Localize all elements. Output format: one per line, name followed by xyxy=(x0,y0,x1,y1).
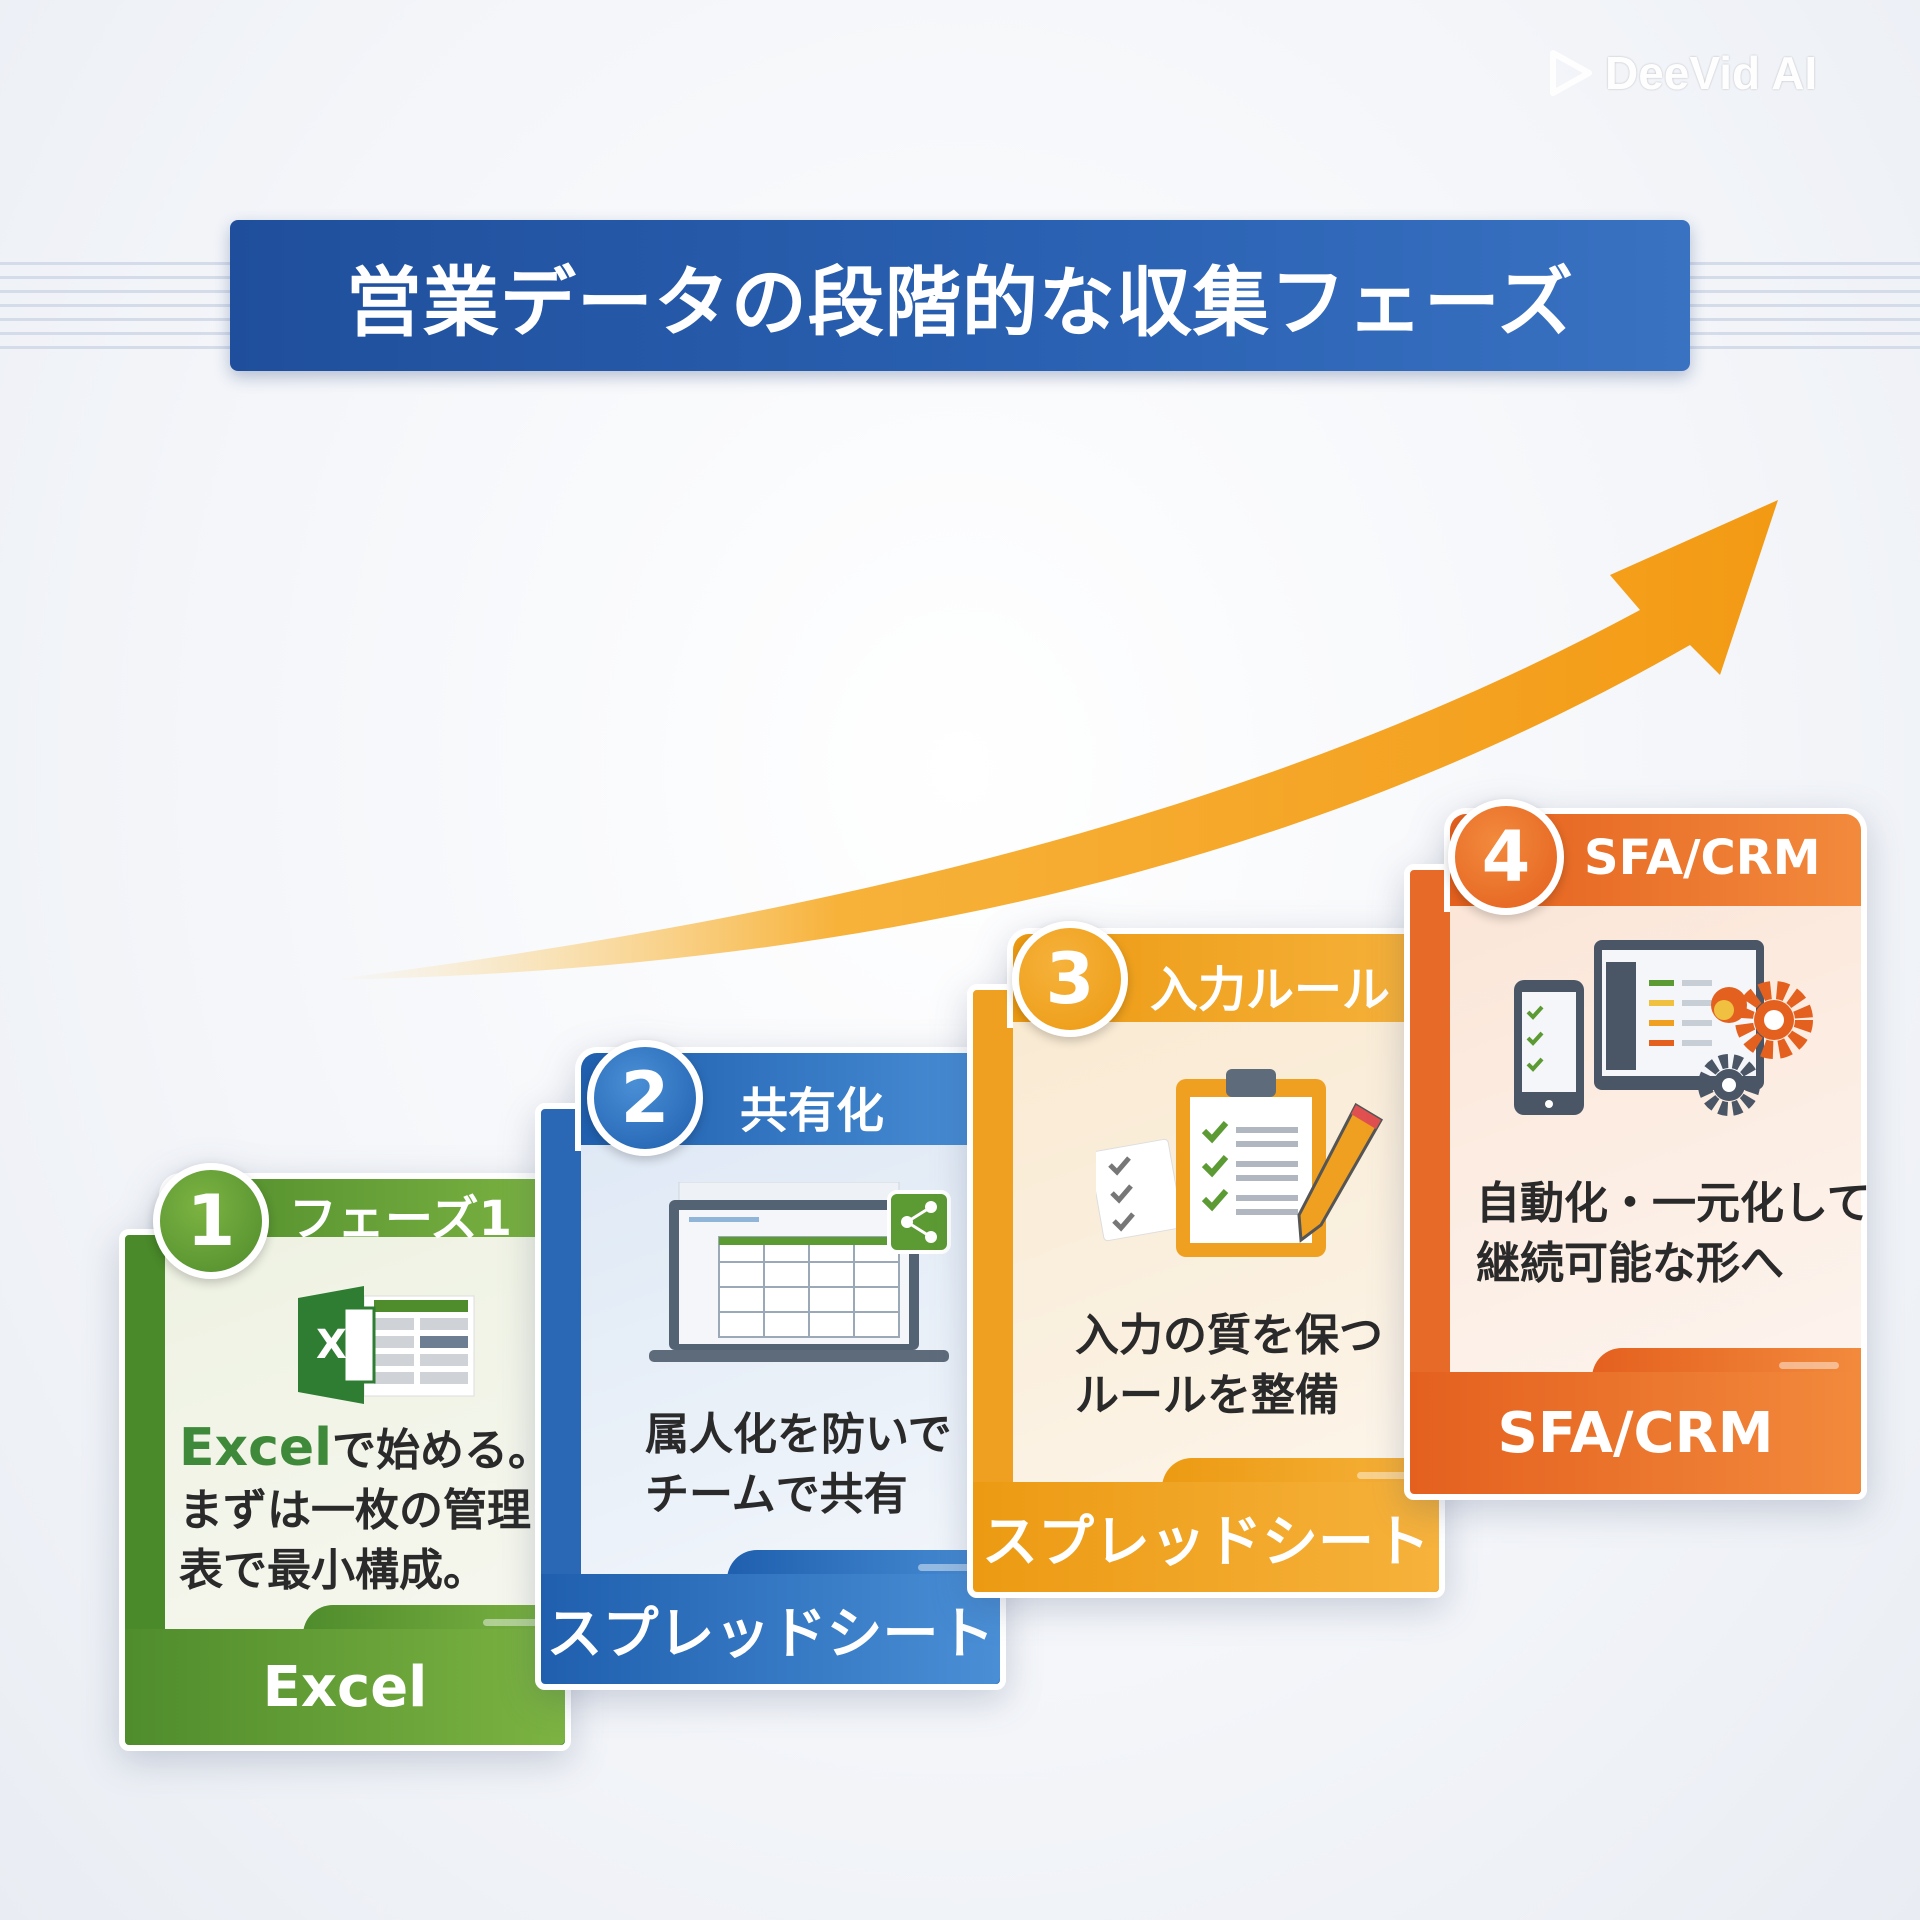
phase-description: 自動化・一元化して 継続可能な形へ xyxy=(1476,1174,1871,1294)
description-line: 属人化を防いで xyxy=(645,1409,952,1460)
watermark-text: DeeVid AI xyxy=(1605,47,1818,99)
description-line: ルールを整備 xyxy=(1075,1370,1339,1421)
description-line: 表で最小構成。 xyxy=(179,1545,487,1596)
description-line: まずは一枚の管理 xyxy=(179,1485,531,1536)
svg-text:X: X xyxy=(316,1322,347,1368)
phase-card-4: SFA/CRM 4 SFA/CRM 自動化・一元化して 継続可能な形へ xyxy=(1404,799,1871,1500)
phase-header-label: 共有化 xyxy=(740,1083,885,1139)
phase-card-3: スプレッドシート 3 入力ルール 入力の質を保つ ルールを整備 xyxy=(967,921,1445,1598)
title-stripes-left xyxy=(0,262,230,352)
watermark-logo: DeeVid AI xyxy=(1545,46,1817,100)
card-footer: スプレッドシート xyxy=(973,1482,1439,1592)
title-stripes-right xyxy=(1690,262,1920,352)
phase-number-badge: 2 xyxy=(587,1040,703,1156)
shared-laptop-spreadsheet-icon xyxy=(649,1182,951,1362)
description-line: Excelで始める。 xyxy=(179,1418,552,1481)
page-title: 営業データの段階的な収集フェーズ xyxy=(230,220,1690,371)
description-line: 自動化・一元化して xyxy=(1476,1178,1871,1229)
phase-card-2: スプレッドシート 2 共有化 属人化を防いで チームで共有 xyxy=(535,1040,1006,1690)
highlight-text: Excel xyxy=(179,1418,332,1478)
description-line: チームで共有 xyxy=(645,1469,908,1520)
card-footer: SFA/CRM xyxy=(1410,1372,1861,1494)
clipboard-checklist-icon xyxy=(1096,1069,1384,1257)
phase-header-label: 入力ルール xyxy=(1150,962,1391,1018)
card-footer: スプレッドシート xyxy=(541,1574,1000,1684)
excel-spreadsheet-icon: X xyxy=(298,1286,475,1404)
phase-header-label: SFA/CRM xyxy=(1584,830,1821,886)
description-line: 継続可能な形へ xyxy=(1476,1238,1784,1289)
description-text: で始める。 xyxy=(331,1425,552,1476)
devices-gear-icon xyxy=(1514,940,1813,1116)
phase-header-label: フェーズ1 xyxy=(289,1191,512,1247)
phase-number-badge: 3 xyxy=(1012,921,1128,1037)
phase-description: 入力の質を保つ ルールを整備 xyxy=(1075,1306,1383,1426)
play-logo-icon xyxy=(1550,50,1592,96)
card-footer: Excel xyxy=(125,1629,565,1745)
phase-number-badge: 1 xyxy=(153,1163,269,1279)
phase-description: Excelで始める。 まずは一枚の管理 表で最小構成。 xyxy=(179,1418,552,1601)
phase-card-1: Excel 1 フェーズ1 X Excelで始める。 まずは一枚の管理 表で最小… xyxy=(119,1163,571,1751)
phase-description: 属人化を防いで チームで共有 xyxy=(645,1405,952,1525)
description-line: 入力の質を保つ xyxy=(1075,1310,1383,1361)
phase-number-badge: 4 xyxy=(1448,799,1564,915)
